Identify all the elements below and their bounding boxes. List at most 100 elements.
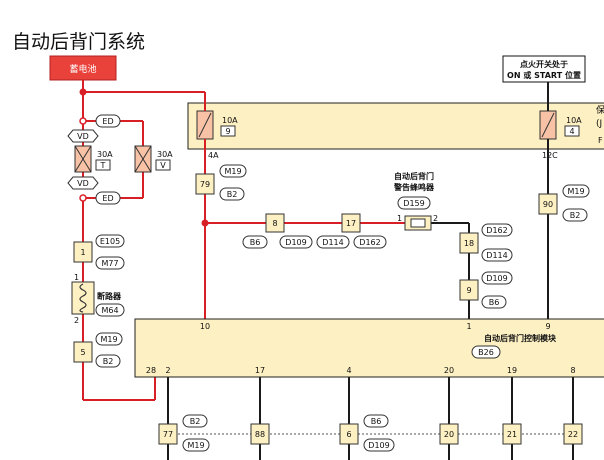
buzzer-line2: 警告蜂鸣器 [393, 182, 435, 192]
svg-text:21: 21 [507, 430, 517, 439]
breaker-tag: M64 [101, 306, 118, 315]
splice-tag-d114: D114 [316, 235, 350, 249]
connector-tag-e105: E105 [95, 234, 125, 248]
connector-21: 21 [502, 423, 522, 445]
module-pin-8: 8 [570, 366, 575, 375]
svg-text:B6: B6 [371, 417, 382, 426]
svg-text:T: T [100, 161, 106, 170]
link-node-bottom [79, 194, 87, 202]
battery: 蓄电池 [49, 55, 117, 81]
svg-text:D109: D109 [368, 441, 389, 450]
connector-88: 88 [250, 423, 270, 445]
svg-text:VD: VD [77, 179, 89, 188]
connector-tag-d114-18: D114 [481, 248, 513, 262]
connector-5: 5 [73, 341, 93, 363]
module-pin-10: 10 [200, 322, 210, 331]
module-pin-2: 2 [165, 366, 170, 375]
connector-8: 8 [265, 213, 285, 233]
connector-tag-b2-90: B2 [562, 208, 588, 222]
svg-text:30A: 30A [157, 150, 173, 159]
svg-text:77: 77 [163, 430, 173, 439]
splice-tag-d109: D109 [279, 235, 313, 249]
fuse-right-rating: 10A [566, 116, 582, 125]
svg-text:B6: B6 [489, 298, 500, 307]
fuse-left-rating: 10A [222, 116, 238, 125]
connector-tag-b6-9: B6 [481, 295, 507, 309]
svg-text:D114: D114 [322, 238, 343, 247]
module-label: 自动后背门控制模块 [484, 333, 557, 343]
link-node-top [79, 117, 87, 125]
svg-text:6: 6 [346, 430, 351, 439]
vd-tag-bottom: VD [67, 176, 99, 190]
connector-17: 17 [341, 213, 361, 233]
connector-tag-m77: M77 [95, 256, 125, 270]
module-pin-4: 4 [346, 366, 351, 375]
module-pin-19: 19 [507, 366, 517, 375]
buzzer-pin-right: 2 [433, 214, 438, 223]
breaker-label: 断路器 [97, 291, 122, 301]
buzzer-pin-left: 1 [397, 214, 402, 223]
fuse-right-pin: 12C [542, 151, 558, 160]
connector-tag-m19-left: M19 [95, 332, 123, 346]
ignition-line1: 点火开关处于 [520, 59, 568, 69]
svg-text:B2: B2 [227, 190, 238, 199]
svg-text:V: V [160, 161, 166, 170]
svg-text:79: 79 [200, 180, 210, 189]
module-pin-28: 28 [146, 366, 156, 375]
connector-tag-b2-left: B2 [95, 354, 121, 368]
circuit-breaker: 1 2 断路器 M64 [71, 273, 125, 325]
ignition-switch-label: 点火开关处于 ON 或 START 位置 [502, 55, 586, 83]
module-pin-9: 9 [545, 322, 550, 331]
connector-90: 90 [538, 193, 558, 215]
breaker-pin-bottom: 2 [74, 316, 79, 325]
svg-text:30A: 30A [97, 150, 113, 159]
connector-tag-b2-79: B2 [219, 187, 245, 201]
svg-text:B6: B6 [250, 238, 261, 247]
svg-text:22: 22 [568, 430, 578, 439]
fuse-left-pin: 4A [208, 151, 219, 160]
connector-tag-m19-90: M19 [562, 184, 590, 198]
splice-battery [79, 88, 87, 96]
module-pin-1: 1 [466, 322, 471, 331]
ignition-line2: ON 或 START 位置 [507, 70, 581, 80]
svg-text:5: 5 [80, 348, 85, 357]
connector-tag-d109-6: D109 [363, 438, 395, 452]
svg-text:VD: VD [77, 132, 89, 141]
svg-text:8: 8 [272, 219, 277, 228]
fusible-link-tag-top: ED [95, 114, 121, 128]
fuse-box-side-label-bot: F [598, 136, 603, 145]
connector-77: 77 [158, 423, 178, 445]
connector-1: 1 [73, 241, 93, 263]
svg-text:D162: D162 [359, 238, 380, 247]
fusible-link-tag-bottom: ED [95, 191, 121, 205]
connector-20: 20 [439, 423, 459, 445]
fuse-box-side-label-top: 保 [596, 104, 604, 116]
breaker-pin-top: 1 [74, 273, 79, 282]
fuse-box-side-label-mid: (J [596, 119, 602, 129]
svg-text:M19: M19 [567, 187, 584, 196]
fuse-right-number: 4 [569, 127, 574, 136]
warning-buzzer: 自动后背门 警告蜂鸣器 D159 1 2 [393, 171, 438, 231]
module-tag: B26 [478, 348, 494, 357]
svg-text:90: 90 [543, 200, 553, 209]
connector-6: 6 [339, 423, 359, 445]
svg-text:D109: D109 [486, 274, 507, 283]
splice-tag-d162: D162 [353, 235, 387, 249]
svg-text:B2: B2 [190, 417, 201, 426]
svg-text:B2: B2 [103, 357, 114, 366]
buzzer-line1: 自动后背门 [394, 171, 434, 181]
fusible-link-30a-v: 30A V [134, 145, 173, 173]
module-pin-20: 20 [444, 366, 454, 375]
svg-text:D114: D114 [486, 251, 507, 260]
module-pin-17: 17 [255, 366, 265, 375]
connector-tag-m19-77: M19 [182, 438, 210, 452]
svg-text:M77: M77 [101, 259, 118, 268]
svg-text:17: 17 [346, 219, 356, 228]
fuse-box: 保 (J F [187, 102, 604, 150]
connector-22: 22 [563, 423, 583, 445]
svg-text:D162: D162 [486, 226, 507, 235]
fusible-link-30a-t: 30A T [74, 145, 113, 173]
battery-label: 蓄电池 [69, 63, 96, 75]
